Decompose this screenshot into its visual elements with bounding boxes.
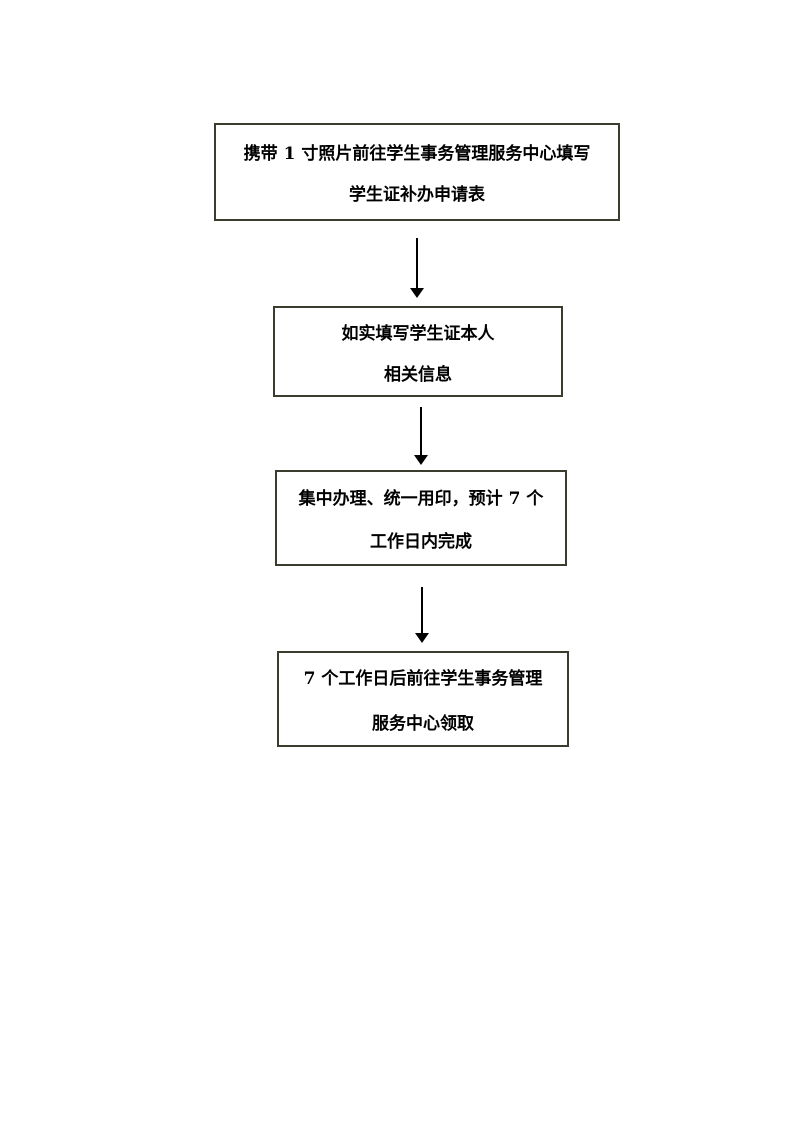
step-3-line-2: 工作日内完成 [370, 532, 472, 552]
step-box-3: 集中办理、统一用印，预计 7 个 工作日内完成 [275, 470, 567, 566]
step-2-line-2: 相关信息 [384, 364, 452, 385]
step-box-1: 携带 1 寸照片前往学生事务管理服务中心填写 学生证补办申请表 [214, 123, 620, 221]
arrow-down-icon [414, 407, 428, 465]
step-box-2: 如实填写学生证本人 相关信息 [273, 306, 563, 397]
arrow-down-icon [415, 587, 429, 643]
step-4-line-2: 服务中心领取 [372, 714, 474, 734]
step-box-4: 7 个工作日后前往学生事务管理 服务中心领取 [277, 651, 569, 747]
step-3-line-1: 集中办理、统一用印，预计 7 个 [298, 489, 544, 509]
arrow-down-icon [410, 238, 424, 298]
step-1-line-2: 学生证补办申请表 [349, 185, 485, 205]
step-2-line-1: 如实填写学生证本人 [341, 323, 495, 344]
step-4-line-1: 7 个工作日后前往学生事务管理 [303, 669, 543, 689]
step-1-line-1: 携带 1 寸照片前往学生事务管理服务中心填写 [243, 144, 591, 164]
